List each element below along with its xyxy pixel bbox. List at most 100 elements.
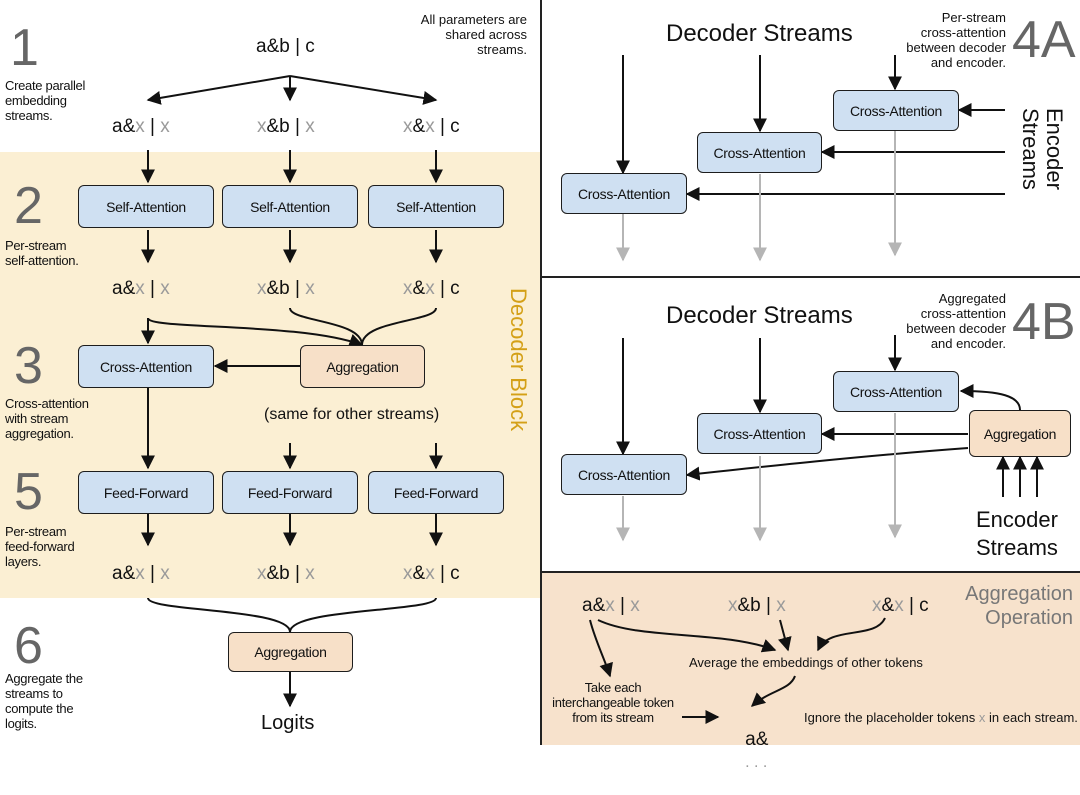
panel-4b-label: 4B [1012,293,1076,351]
token-text: a& [582,595,606,616]
step-5-number: 5 [14,463,43,521]
placeholder-x: x [160,563,170,584]
placeholder-x: x [160,116,170,137]
placeholder-x: x [135,563,145,584]
token-text: & [412,278,426,299]
panel-4a-arrows [616,55,1005,201]
feed-forward-box-1: Feed-Forward [78,471,214,514]
panel-4b-cross-attention-3: Cross-Attention [833,371,959,412]
stream-token-row2-col2: x&b | x [257,278,315,300]
feed-forward-box-2: Feed-Forward [222,471,358,514]
step-1-number: 1 [10,19,39,77]
aggregation-stream-token-3: x&x | c [872,595,929,617]
placeholder-x: x [425,116,435,137]
placeholder-x: x [728,595,738,616]
token-text: | c [434,278,460,299]
stream-token-row3-col3: x&x | c [403,563,460,585]
aggregation-box: Aggregation [300,345,425,388]
ignore-placeholder-text: Ignore the placeholder tokens x in each … [804,710,1078,725]
left-panel-curves [147,307,437,633]
panel-4a-cross-attention-1: Cross-Attention [561,173,687,214]
token-text: a& [112,563,136,584]
self-attention-box-2: Self-Attention [222,185,358,228]
token-text: | c [903,595,929,616]
panel-4a-gray-arrows [616,131,902,262]
token-text: & [412,116,426,137]
panel-4b-aggregation-box: Aggregation [969,410,1071,457]
placeholder-x: x [305,278,315,299]
stream-token-row1-col3: x&x | c [403,116,460,138]
logits-label: Logits [261,712,315,734]
aggregation-stream-token-1: a&x | x [582,595,640,617]
token-text: | [614,595,631,616]
step-1-caption: Create parallel embedding streams. [5,78,86,123]
step-2-caption: Per-stream self-attention. [5,238,79,268]
panel-4a-decoder-streams-title: Decoder Streams [666,20,853,47]
placeholder-x: x [605,595,615,616]
token-text: | c [434,563,460,584]
step-3-caption: Cross-attention with stream aggregation. [5,396,89,441]
stream-token-row3-col2: x&b | x [257,563,315,585]
token-text: | [144,278,161,299]
step-5-caption: Per-stream feed-forward layers. [5,524,75,569]
placeholder-x: x [630,595,640,616]
placeholder-x: x [403,116,413,137]
aggregation-operation-title: Aggregation Operation [965,583,1073,629]
same-for-other-streams-note: (same for other streams) [264,406,440,423]
placeholder-x: x [305,116,315,137]
panel-dividers [540,0,1080,745]
ignore-text: Ignore the placeholder tokens [804,710,976,725]
token-text: a& [112,278,136,299]
stream-token-row2-col3: x&x | c [403,278,460,300]
placeholder-x: x [257,278,267,299]
panel-4a-note: Per-stream cross-attention between decod… [906,10,1006,70]
panel-4b-gray-arrows [616,413,902,542]
placeholder-x: x [776,595,786,616]
panel-4b-cross-attention-1: Cross-Attention [561,454,687,495]
token-text: | [144,116,161,137]
average-embeddings-text: Average the embeddings of other tokens [689,655,923,670]
panel-4b-decoder-streams-title: Decoder Streams [666,302,853,329]
result-token-text: a& [745,729,769,750]
panel-4a-cross-attention-2: Cross-Attention [697,132,822,173]
placeholder-x: x [425,278,435,299]
take-token-text: Take each interchangeable token from its… [552,680,674,725]
panel-4a-encoder-streams-label: Encoder Streams [1018,108,1067,190]
step-3-number: 3 [14,337,43,395]
left-panel-arrows [141,75,443,708]
token-text: &b | [737,595,777,616]
step-2-number: 2 [14,177,43,235]
self-attention-box-3: Self-Attention [368,185,504,228]
stream-token-row2-col1: a&x | x [112,278,170,300]
cross-attention-box: Cross-Attention [78,345,214,388]
aggregation-operation-background [541,572,1080,745]
placeholder-x: x [305,563,315,584]
token-text: &b | [266,563,306,584]
input-sequence-token: a&b | c [256,36,315,57]
panel-4b-encoder-label: Encoder [976,507,1058,532]
token-text: & [881,595,895,616]
aggregation-stream-token-2: x&b | x [728,595,786,617]
placeholder-x: x [135,116,145,137]
panel-4a-cross-attention-3: Cross-Attention [833,90,959,131]
token-text: | [144,563,161,584]
result-token-dots: . . . [745,754,768,771]
placeholder-x: x [403,278,413,299]
placeholder-x: x [894,595,904,616]
stream-token-row1-col1: a&x | x [112,116,170,138]
aggregation-op-arrows [589,617,886,724]
placeholder-x: x [403,563,413,584]
aggregation-result-token: a& . . . [724,707,768,795]
panel-4b-note: Aggregated cross-attention between decod… [906,291,1006,351]
ignore-x: x [978,710,986,725]
self-attention-box-1: Self-Attention [78,185,214,228]
token-text: &b | [266,278,306,299]
placeholder-x: x [257,116,267,137]
shared-parameters-note: All parameters are shared across streams… [420,12,527,57]
token-text: a& [112,116,136,137]
diagram-canvas: a&b | c All parameters are shared across… [0,0,1080,771]
step-6-caption: Aggregate the streams to compute the log… [5,671,83,731]
placeholder-x: x [160,278,170,299]
feed-forward-box-3: Feed-Forward [368,471,504,514]
token-text: &b | [266,116,306,137]
